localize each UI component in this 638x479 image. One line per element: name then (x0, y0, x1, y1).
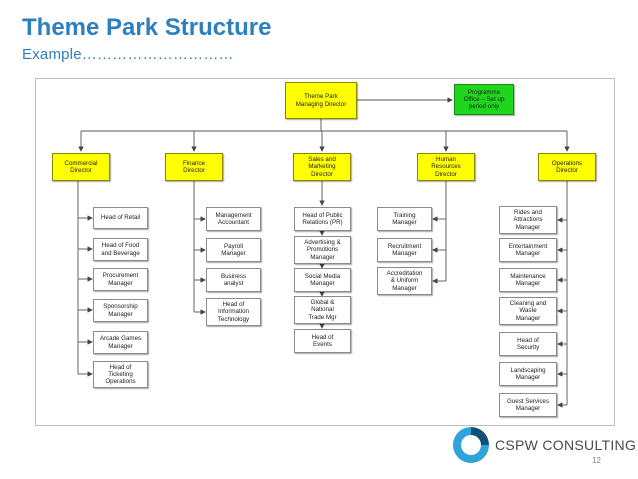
report-box: Head of Events (294, 329, 351, 353)
report-box: Procurement Manager (93, 268, 148, 291)
report-box: Cleaning and Waste Manager (499, 297, 557, 325)
page-number: 12 (592, 456, 601, 465)
report-box: Head of Public Relations (PR) (294, 207, 351, 231)
cspw-logo-icon (453, 427, 489, 463)
report-box: Rides and Attractions Manager (499, 206, 557, 234)
report-box: Global & National Trade Mgr (294, 296, 351, 324)
programme-office-box: Programme Office – Set up period only (454, 84, 514, 115)
managing-director-box: Theme Park Managing Director (285, 82, 357, 119)
report-box: Sponsorship Manager (93, 299, 148, 322)
report-box: Head of Information Technology (206, 298, 261, 326)
report-box: Entertainment Manager (499, 238, 557, 262)
slide-title: Theme Park Structure (22, 14, 272, 41)
report-box: Advertising & Promotions Manager (294, 236, 351, 264)
report-box: Head of Ticketing Operations (93, 361, 148, 388)
sales-marketing-director-box: Sales and Marketing Director (293, 153, 351, 181)
report-box: Landscaping Manager (499, 362, 557, 386)
report-box: Training Manager (377, 207, 432, 231)
operations-director-box: Operations Director (538, 153, 596, 181)
report-box: Accreditation & Uniform Manager (377, 267, 432, 295)
report-box: Arcade Games Manager (93, 331, 148, 354)
report-box: Maintenance Manager (499, 268, 557, 292)
report-box: Recruitment Manager (377, 238, 432, 262)
commercial-director-box: Commercial Director (52, 153, 110, 181)
report-box: Head of Food and Beverage (93, 238, 148, 261)
brand-name: CSPW CONSULTING (495, 437, 637, 453)
finance-director-box: Finance Director (165, 153, 223, 181)
report-box: Management Accountant (206, 207, 261, 231)
report-box: Guest Services Manager (499, 393, 557, 417)
org-chart: Theme Park Managing Director Programme O… (35, 78, 615, 426)
slide-subtitle: Example………………………… (22, 46, 234, 63)
report-box: Payroll Manager (206, 238, 261, 262)
report-box: Head of Security (499, 332, 557, 356)
report-box: Head of Retail (93, 207, 148, 229)
org-chart-connectors (77, 97, 570, 408)
report-box: Business analyst (206, 268, 261, 292)
hr-director-box: Human Resources Director (417, 153, 475, 181)
report-box: Social Media Manager (294, 268, 351, 292)
